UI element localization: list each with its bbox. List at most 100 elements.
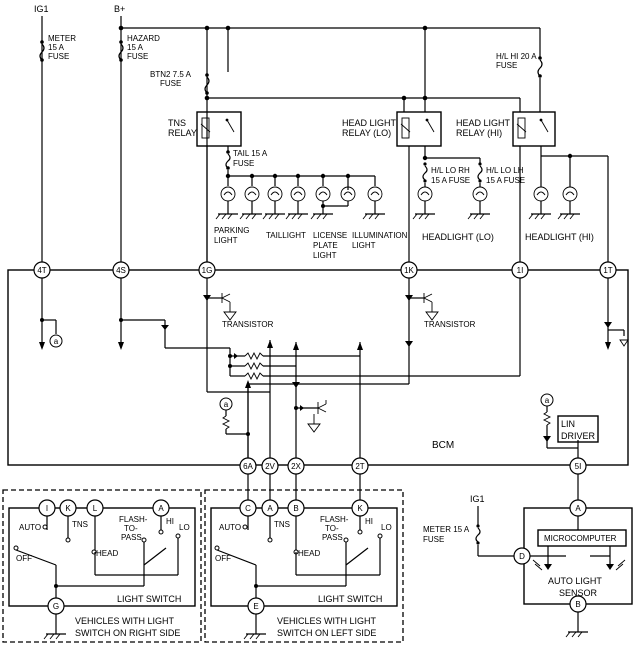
tns-relay: TNS RELAY <box>168 111 242 147</box>
svg-text:TNS: TNS <box>274 520 290 529</box>
hl-hi-fuse: H/L HI 20 A FUSE <box>496 52 543 78</box>
svg-text:OFF: OFF <box>16 554 32 563</box>
ig1-label: IG1 <box>34 4 49 14</box>
svg-text:H/L LO RH: H/L LO RH <box>431 166 470 175</box>
svg-text:K: K <box>65 504 71 513</box>
svg-text:15 A: 15 A <box>127 43 144 52</box>
svg-text:FUSE: FUSE <box>48 52 69 61</box>
headlight-hi-lamps: HEADLIGHT (HI) <box>525 156 594 242</box>
svg-text:2V: 2V <box>265 462 275 471</box>
svg-text:D: D <box>519 552 525 561</box>
svg-text:RELAY (LO): RELAY (LO) <box>342 128 391 138</box>
svg-text:HEAD LIGHT: HEAD LIGHT <box>342 118 397 128</box>
svg-text:AUTO LIGHT: AUTO LIGHT <box>548 576 602 586</box>
bcm-terminal-2t: 2T <box>351 457 369 475</box>
svg-text:1I: 1I <box>517 266 524 275</box>
svg-text:15 A: 15 A <box>48 43 65 52</box>
auto-light-sensor: IG1 METER 15 A FUSE A D MICROCOMPUTER AU… <box>423 474 633 638</box>
svg-text:VEHICLES WITH LIGHT: VEHICLES WITH LIGHT <box>75 616 175 626</box>
bcm-terminal-5i: 5I <box>569 457 587 475</box>
bcm-terminal-2x: 2X <box>287 457 305 475</box>
svg-text:HEAD: HEAD <box>298 549 320 558</box>
svg-text:FUSE: FUSE <box>233 159 254 168</box>
svg-text:15 A FUSE: 15 A FUSE <box>431 176 470 185</box>
svg-text:FUSE: FUSE <box>160 79 181 88</box>
bcm-internal-wiring: a TRANSISTOR <box>39 278 629 458</box>
svg-text:H/L HI 20 A: H/L HI 20 A <box>496 52 537 61</box>
svg-text:HEAD: HEAD <box>96 549 118 558</box>
svg-text:A: A <box>575 504 581 513</box>
svg-text:TRANSISTOR: TRANSISTOR <box>222 320 274 329</box>
svg-text:LIGHT SWITCH: LIGHT SWITCH <box>318 594 382 604</box>
svg-text:SENSOR: SENSOR <box>559 588 598 598</box>
parking-lamp-2 <box>239 176 262 220</box>
svg-text:SWITCH ON LEFT SIDE: SWITCH ON LEFT SIDE <box>277 628 376 638</box>
svg-text:ILLUMINATION: ILLUMINATION <box>352 231 408 240</box>
headlight-relay-hi: HEAD LIGHT RELAY (HI) <box>456 111 556 147</box>
parking-lamp: PARKING LIGHT <box>214 176 249 245</box>
svg-text:IG1: IG1 <box>470 494 485 504</box>
svg-text:MICROCOMPUTER: MICROCOMPUTER <box>544 534 617 543</box>
svg-text:FUSE: FUSE <box>423 535 444 544</box>
svg-text:HEADLIGHT (LO): HEADLIGHT (LO) <box>422 232 494 242</box>
svg-text:2T: 2T <box>355 462 364 471</box>
bcm-terminal-2v: 2V <box>261 457 279 475</box>
svg-text:6A: 6A <box>243 462 253 471</box>
headlight-relay-lo: HEAD LIGHT RELAY (LO) <box>342 111 442 147</box>
svg-text:a: a <box>545 396 550 405</box>
svg-text:5I: 5I <box>575 462 582 471</box>
svg-text:E: E <box>253 602 258 611</box>
svg-text:LO: LO <box>179 523 190 532</box>
svg-text:LIGHT: LIGHT <box>214 236 238 245</box>
license-plate-lamp: LICENSE PLATE LIGHT <box>310 176 356 260</box>
svg-text:PARKING: PARKING <box>214 226 249 235</box>
svg-text:PLATE: PLATE <box>313 241 338 250</box>
svg-text:DRIVER: DRIVER <box>561 431 596 441</box>
svg-text:1T: 1T <box>603 266 612 275</box>
switch-left-frame <box>204 489 404 643</box>
svg-text:A: A <box>158 504 164 513</box>
tail-fuse: TAIL 15 A FUSE <box>225 149 268 170</box>
svg-text:a: a <box>54 337 59 346</box>
svg-text:FLASH-: FLASH- <box>320 515 349 524</box>
svg-text:FUSE: FUSE <box>127 52 148 61</box>
svg-text:LIGHT SWITCH: LIGHT SWITCH <box>117 594 181 604</box>
light-switch-left: C A B K AUTO TNS HEAD FLASH- TO- PASS HI… <box>210 474 398 640</box>
svg-text:LIGHT: LIGHT <box>313 251 337 260</box>
svg-text:HEAD LIGHT: HEAD LIGHT <box>456 118 511 128</box>
svg-text:HAZARD: HAZARD <box>127 34 160 43</box>
svg-text:LICENSE: LICENSE <box>313 231 347 240</box>
hl-lo-rh-fuse: H/L LO RH 15 A FUSE <box>422 162 470 185</box>
svg-text:PASS: PASS <box>121 533 142 542</box>
svg-text:LO: LO <box>381 523 392 532</box>
svg-text:a: a <box>224 400 229 409</box>
svg-text:RELAY (HI): RELAY (HI) <box>456 128 502 138</box>
svg-text:TO-: TO- <box>124 524 138 533</box>
meter-fuse: METER 15 A FUSE <box>39 34 76 62</box>
bcm-terminal-1g: 1G <box>198 261 216 279</box>
taillight-lamp: TAILLIGHT <box>262 176 306 240</box>
svg-text:TNS: TNS <box>168 118 186 128</box>
svg-text:TNS: TNS <box>72 520 88 529</box>
bcm-terminal-6a: 6A <box>239 457 257 475</box>
svg-text:C: C <box>245 504 251 513</box>
illumination-lamp: ILLUMINATION LIGHT <box>352 186 408 250</box>
svg-text:1G: 1G <box>202 266 213 275</box>
btn2-fuse: BTN2 7.5 A FUSE <box>150 70 210 95</box>
svg-text:4T: 4T <box>37 266 46 275</box>
lin-driver-box <box>557 415 599 443</box>
svg-text:B: B <box>575 600 580 609</box>
svg-text:FUSE: FUSE <box>496 61 517 70</box>
bcm-terminal-1i: 1I <box>511 261 529 279</box>
svg-text:H/L LO LH: H/L LO LH <box>486 166 524 175</box>
bcm-terminal-4s: 4S <box>112 261 130 279</box>
bplus-label: B+ <box>114 4 125 14</box>
svg-text:K: K <box>357 504 363 513</box>
svg-text:METER: METER <box>48 34 76 43</box>
bcm-box <box>7 269 629 466</box>
svg-text:VEHICLES WITH LIGHT: VEHICLES WITH LIGHT <box>277 616 377 626</box>
headlight-lo-lamps: HEADLIGHT (LO) <box>412 183 494 242</box>
svg-text:AUTO: AUTO <box>19 523 41 532</box>
svg-text:2X: 2X <box>291 462 301 471</box>
